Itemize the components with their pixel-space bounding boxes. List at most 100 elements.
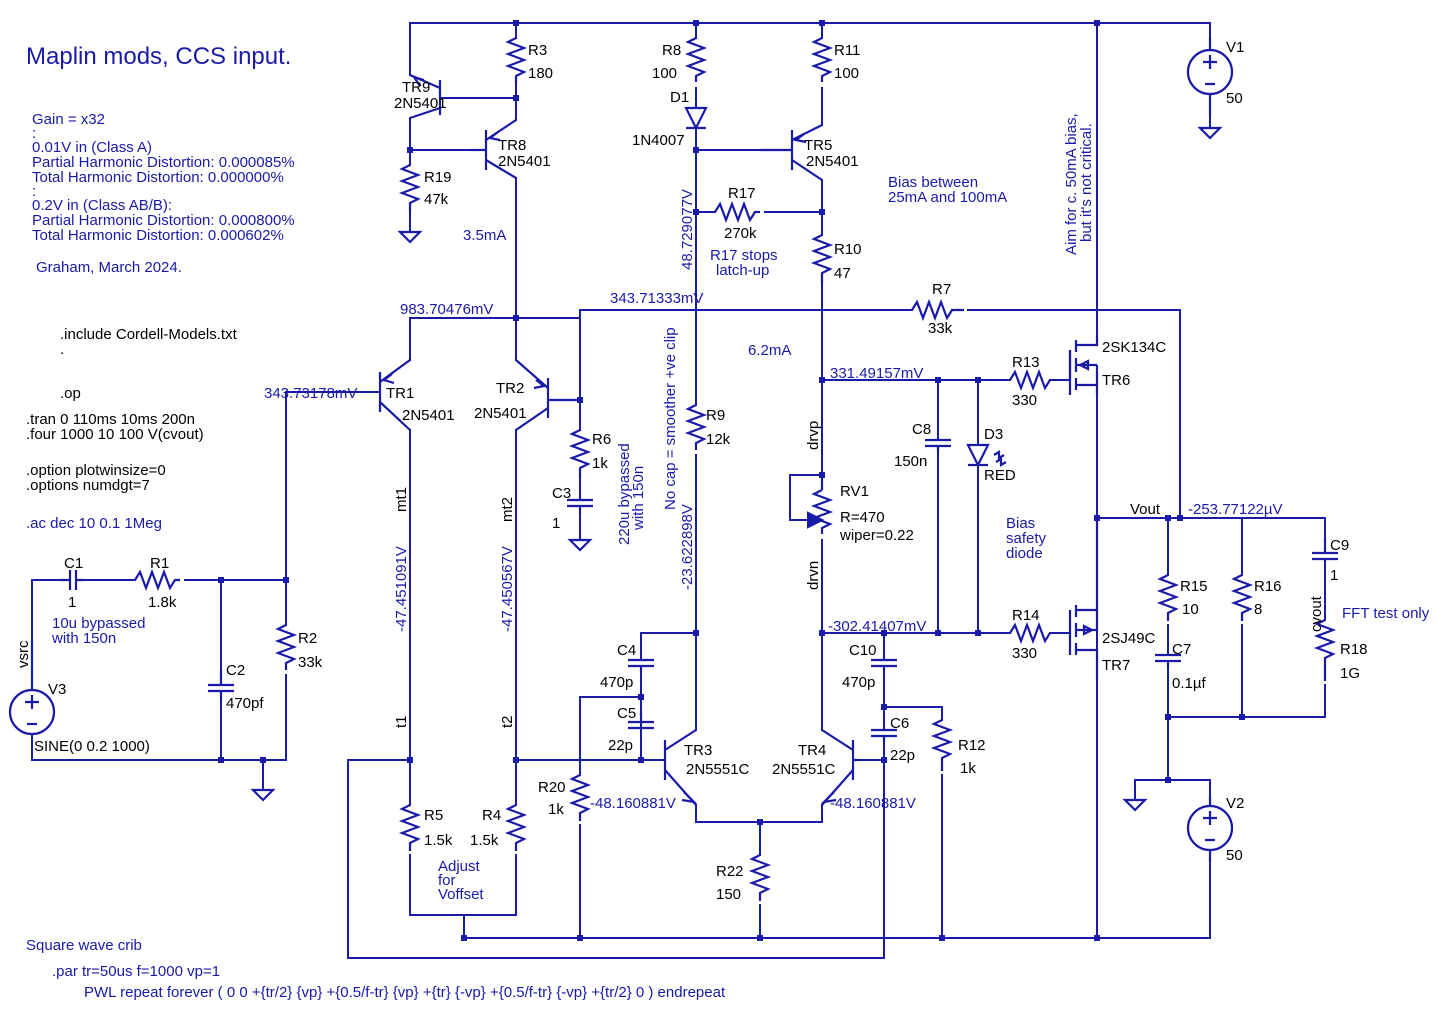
directive-dot: . [60, 341, 64, 358]
tr9-name: TR9 [402, 79, 430, 96]
note-classab-thd: Total Harmonic Distortion: 0.000602% [32, 227, 284, 244]
r3-symbol [504, 37, 528, 84]
directive-op: .op [60, 385, 81, 402]
voltage-label: -48.160881V [830, 795, 916, 812]
wires [31, 22, 1326, 959]
r11-value: 100 [834, 65, 859, 82]
r6-name: R6 [592, 431, 611, 448]
bias-safety-note: diode [1006, 545, 1043, 562]
c6-name: C6 [890, 715, 909, 732]
c8-value: 150n [894, 453, 927, 470]
component-labels: R3 180 TR9 2N5401 TR8 2N5401 R19 47k R8 … [34, 39, 1368, 903]
node-voltages: 983.70476mV 343.73178mV 343.71333mV 331.… [264, 189, 1283, 812]
r9-name: R9 [706, 407, 725, 424]
resistors [134, 37, 1337, 901]
bias-safety-note: Bias [1006, 515, 1035, 532]
rv1-wiper: wiper=0.22 [839, 527, 914, 544]
directive-par: .par tr=50us f=1000 vp=1 [52, 963, 220, 980]
r5-name: R5 [424, 807, 443, 824]
adjust-note: for [438, 872, 456, 889]
note-classa-phd: Partial Harmonic Distortion: 0.000085% [32, 154, 295, 171]
tr4-name: TR4 [798, 742, 826, 759]
directive-numdgt: .options numdgt=7 [26, 477, 150, 494]
r13-symbol [1009, 368, 1051, 392]
net-label: drvp [805, 421, 822, 450]
c8-name: C8 [912, 421, 931, 438]
v2-value: 50 [1226, 847, 1243, 864]
c5-value: 22p [608, 737, 633, 754]
r7-value: 33k [928, 320, 953, 337]
c5-name: C5 [617, 705, 636, 722]
sources [8, 38, 1234, 862]
r10-value: 47 [834, 265, 851, 282]
rv1-value: R=470 [840, 509, 885, 526]
c1-note: 10u bypassed [52, 615, 145, 632]
r19-symbol [398, 164, 422, 212]
c4-name: C4 [617, 642, 636, 659]
r7-symbol [911, 298, 964, 322]
c1-value: 1 [68, 594, 76, 611]
r3-name: R3 [528, 42, 547, 59]
directive-tran: .tran 0 110ms 10ms 200n [26, 411, 195, 428]
c1-note: with 150n [51, 630, 116, 647]
c9-name: C9 [1330, 537, 1349, 554]
r7-name: R7 [932, 281, 951, 298]
r3-value: 180 [528, 65, 553, 82]
r12-name: R12 [958, 737, 986, 754]
aim-note: Aim for c. 50mA bias, [1063, 113, 1080, 255]
voltage-label: 983.70476mV [400, 301, 493, 318]
mosfets [1068, 335, 1099, 680]
r20-name: R20 [538, 779, 566, 796]
voltage-label: 331.49157mV [830, 365, 923, 382]
directive-include: .include Cordell-Models.txt [60, 326, 238, 343]
r2-value: 33k [298, 654, 323, 671]
c1-name: C1 [64, 555, 83, 572]
directive-plotwin: .option plotwinsize=0 [26, 462, 166, 479]
note-classa: 0.01V in (Class A) [32, 139, 152, 156]
tr7-value: 2SJ49C [1102, 630, 1156, 647]
note-classab-phd: Partial Harmonic Distortion: 0.000800% [32, 212, 295, 229]
c2-value: 470pf [226, 695, 264, 712]
r6-symbol [568, 429, 592, 478]
r14-symbol [1009, 621, 1051, 645]
d3-symbol [966, 443, 990, 468]
directive-pwl: PWL repeat forever ( 0 0 +{tr/2} {vp} +{… [84, 984, 726, 1001]
r16-value: 8 [1254, 601, 1262, 618]
voltage-label: 343.73178mV [264, 385, 357, 402]
net-label: drvn [805, 561, 822, 590]
tr9-value: 2N5401 [394, 95, 447, 112]
tr6-value: 2SK134C [1102, 339, 1166, 356]
voltage-label: -253.77122µV [1188, 501, 1283, 518]
aim-note: but it's not critical. [1078, 123, 1095, 242]
tr1-value: 2N5401 [402, 407, 455, 424]
r1-name: R1 [150, 555, 169, 572]
r17-note: latch-up [716, 262, 769, 279]
bias-safety-note: safety [1006, 530, 1047, 547]
c6-value: 22p [890, 747, 915, 764]
r1-value: 1.8k [148, 594, 177, 611]
tr1-name: TR1 [386, 385, 414, 402]
d1-name: D1 [670, 89, 689, 106]
grounds [250, 126, 1223, 812]
note-gain: Gain = x32 [32, 111, 105, 128]
note-classa-thd: Total Harmonic Distortion: 0.000000% [32, 169, 284, 186]
net-label: cvout [1308, 595, 1325, 632]
c3-value: 1 [552, 515, 560, 532]
rv1-name: RV1 [840, 483, 869, 500]
tr8-name: TR8 [498, 137, 526, 154]
nocap-note: No cap = smoother +ve clip [662, 327, 679, 510]
r17-name: R17 [728, 185, 756, 202]
tr6-name: TR6 [1102, 372, 1130, 389]
net-label: t2 [499, 715, 516, 728]
r10-symbol [810, 234, 834, 284]
v1-value: 50 [1226, 90, 1243, 107]
r17-symbol [714, 200, 760, 224]
r9-value: 12k [706, 431, 731, 448]
diodes [684, 106, 1007, 468]
r18-symbol [1313, 619, 1337, 681]
net-label: Vout [1130, 501, 1161, 518]
d1-value: 1N4007 [632, 132, 685, 149]
junctions [218, 20, 1245, 941]
v2-name: V2 [1226, 795, 1244, 812]
